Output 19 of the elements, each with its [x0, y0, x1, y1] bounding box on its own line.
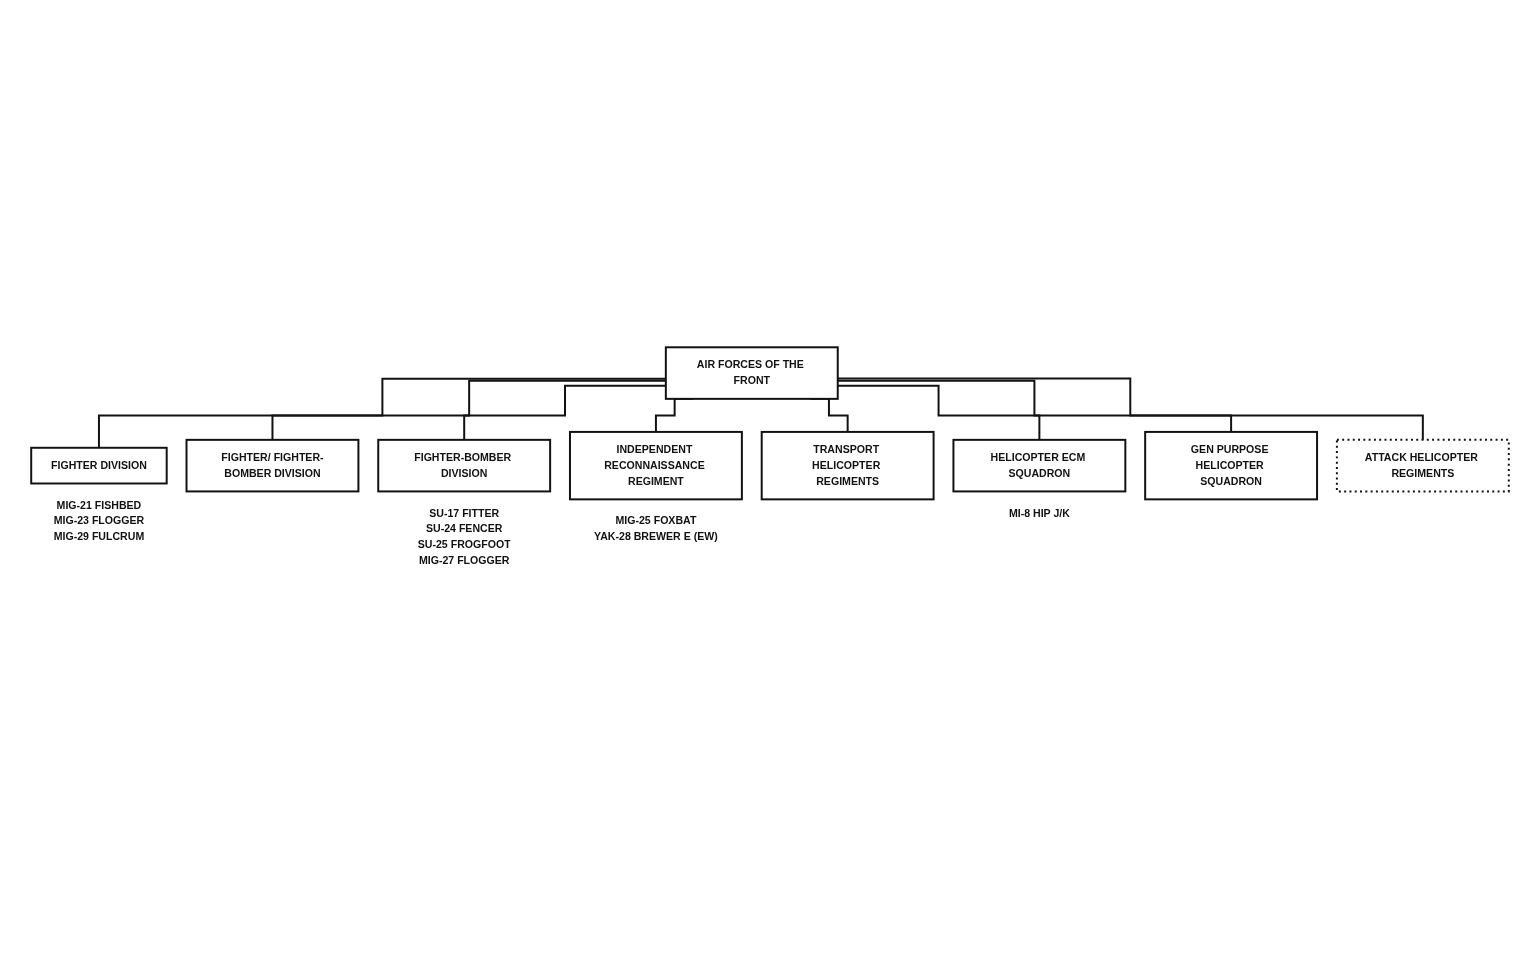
node-label: SU-24 FENCER — [425, 522, 502, 534]
node-label: MIG-21 FISHBED — [56, 498, 141, 511]
node-box: ATTACK HELICOPTER REGIMENTS — [1335, 438, 1510, 492]
node-label: MIG-29 FULCRUM — [53, 530, 144, 542]
node-box: INDEPENDENT RECONNAISSANCE REGIMENT — [568, 430, 743, 500]
node-label: MIG-25 FOXBAT — [614, 514, 696, 526]
node-box: TRANSPORT HELICOPTER REGIMENTS — [760, 430, 935, 500]
node-box: FIGHTER DIVISION — [29, 446, 168, 484]
node-box: FIGHTER/ FIGHTER-BOMBER DIVISION — [185, 438, 359, 492]
node-label: MI-8 HIP J/K — [1008, 506, 1070, 519]
node-label: YAK-28 BREWER E (EW) — [593, 530, 718, 542]
node-label: MIG-23 FLOGGER — [53, 514, 144, 526]
node-label: SU-17 FITTER — [428, 506, 499, 519]
node-label: SU-25 FROGFOOT — [417, 538, 511, 550]
node-box: GEN PURPOSE HELICOPTER SQUADRON — [1143, 430, 1318, 500]
node-box: AIR FORCES OF THE FRONT — [664, 345, 839, 400]
node-label: MIG-27 FLOGGER — [418, 554, 509, 566]
node-box: FIGHTER-BOMBER DIVISION — [376, 438, 551, 492]
node-box: HELICOPTER ECM SQUADRON — [951, 438, 1126, 492]
